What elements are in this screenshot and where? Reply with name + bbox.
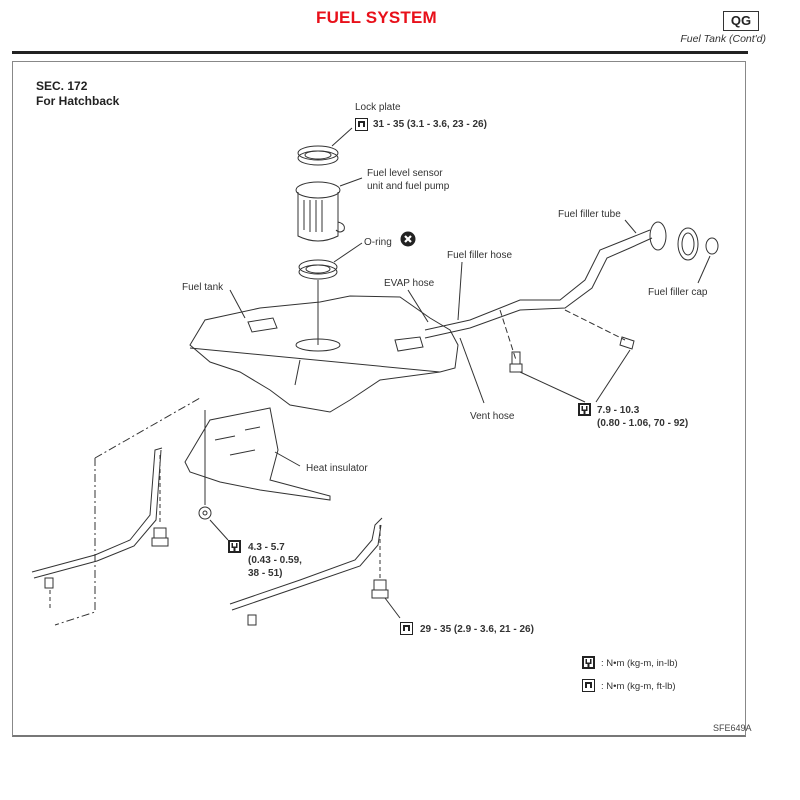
section-variant: For Hatchback	[36, 94, 120, 108]
torque-filler-bolts: 7.9 - 10.3 (0.80 - 1.06, 70 - 92)	[597, 404, 688, 430]
lock-plate-part	[297, 127, 353, 166]
legend-torque-in-lb-icon	[582, 656, 595, 669]
label-fuel-filler-tube: Fuel filler tube	[558, 209, 621, 220]
label-o-ring: O-ring	[364, 237, 392, 248]
legend-torque-ft-lb-icon	[582, 679, 595, 692]
label-fuel-level-sensor: Fuel level sensor unit and fuel pump	[367, 167, 449, 193]
fuel-pump-unit-part	[295, 177, 363, 242]
label-fuel-level-sensor-line2: unit and fuel pump	[367, 181, 450, 192]
right-fuel-tank-band-part	[229, 517, 401, 626]
header-rule	[12, 51, 748, 54]
label-vent-hose: Vent hose	[470, 411, 515, 422]
section-number: SEC. 172	[36, 79, 88, 93]
page-title: FUEL SYSTEM	[316, 8, 437, 27]
label-heat-insulator: Heat insulator	[306, 463, 368, 474]
fuel-filler-tube-part	[407, 219, 719, 404]
o-ring-part	[298, 242, 363, 345]
torque-insulator-nut-line3: 38 - 51)	[248, 568, 283, 579]
torque-in-lb-icon	[228, 540, 241, 553]
diagram-frame	[12, 61, 746, 737]
torque-insulator-nut: 4.3 - 5.7 (0.43 - 0.59, 38 - 51)	[248, 541, 302, 580]
legend-ft-lb-text: : N•m (kg-m, ft-lb)	[601, 681, 676, 692]
heat-insulator-part	[184, 407, 331, 505]
torque-insulator-nut-line2: (0.43 - 0.59,	[248, 555, 302, 566]
label-fuel-tank: Fuel tank	[182, 282, 224, 293]
label-fuel-level-sensor-line1: Fuel level sensor	[367, 168, 443, 179]
section-heading: SEC. 172 For Hatchback	[36, 79, 119, 109]
torque-lock-plate: 31 - 35 (3.1 - 3.6, 23 - 26)	[373, 119, 487, 130]
filler-bolts-part	[509, 336, 635, 403]
torque-filler-bolts-line1: 7.9 - 10.3	[597, 405, 640, 416]
label-lock-plate: Lock plate	[355, 102, 401, 113]
do-not-reuse-icon	[400, 231, 416, 247]
fuel-tank-part	[189, 289, 459, 413]
torque-ft-lb-icon	[400, 622, 413, 635]
section-code-badge: QG	[723, 11, 759, 31]
page-subtitle: Fuel Tank (Cont'd)	[680, 33, 766, 45]
torque-ft-lb-icon	[355, 118, 368, 131]
label-fuel-filler-cap: Fuel filler cap	[648, 287, 708, 298]
left-fuel-tank-band-part	[31, 397, 201, 626]
label-evap-hose: EVAP hose	[384, 278, 435, 289]
torque-insulator-nut-line1: 4.3 - 5.7	[248, 542, 285, 553]
torque-filler-bolts-line2: (0.80 - 1.06, 70 - 92)	[597, 418, 689, 429]
label-fuel-filler-hose: Fuel filler hose	[447, 250, 513, 261]
legend-in-lb-text: : N•m (kg-m, in-lb)	[601, 658, 678, 669]
heat-insulator-nut-part	[198, 506, 229, 541]
torque-in-lb-icon	[578, 403, 591, 416]
torque-band-bolts: 29 - 35 (2.9 - 3.6, 21 - 26)	[420, 624, 534, 635]
figure-reference-code: SFE649A	[713, 723, 752, 733]
